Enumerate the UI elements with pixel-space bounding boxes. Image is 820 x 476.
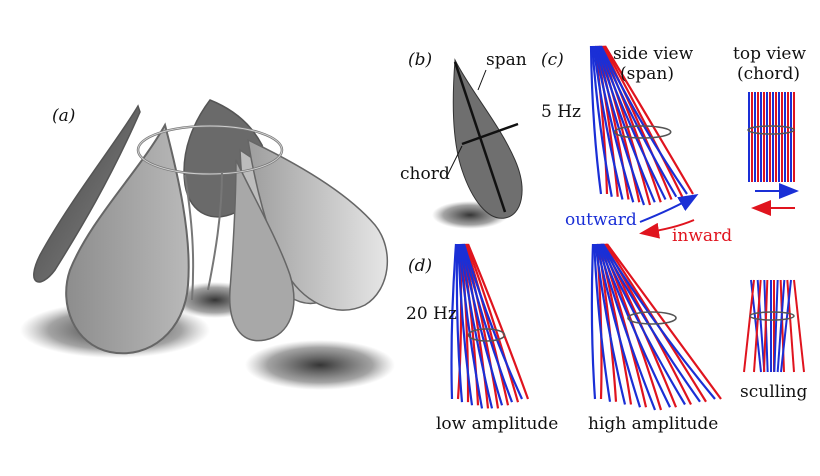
outward-stroke [461,243,514,403]
inward-stroke [600,243,663,411]
ring-outline [467,328,506,342]
outward-stroke [597,45,667,200]
outward-label: outward [565,210,637,230]
outward-stroke [593,243,612,402]
outward-stroke [462,243,524,400]
side-view-subtitle: (span) [620,64,674,84]
inward-label: inward [672,226,733,246]
inward-stroke [604,45,694,195]
inward-stroke [753,279,762,373]
ring-outline [747,125,795,135]
ring-outline [613,125,672,139]
chord-leader [446,145,463,177]
ring-outline [749,311,795,321]
outward-stroke [594,243,627,405]
shadow [245,340,395,390]
side-view-bundle-5hz [589,45,694,206]
wire-ring-highlight [137,125,283,175]
petal-far-left [33,104,141,283]
span-leader [477,69,487,91]
outward-stroke [596,45,656,203]
inward-stroke [465,243,520,403]
outward-stroke [458,243,484,409]
outward-stroke [598,45,678,198]
frequency-5hz: 5 Hz [541,102,582,122]
inward-stroke [763,279,769,373]
inward-stroke [596,45,630,200]
inward-stroke [595,45,619,197]
outward-stroke [460,243,504,406]
inward-stroke [464,243,510,406]
panel-a-label: (a) [52,106,76,126]
wire-bundles [450,45,805,411]
low-amplitude-label: low amplitude [436,414,559,434]
outward-stroke [600,45,688,195]
outward-arrow [639,193,699,223]
petal-right-front [229,159,295,342]
low-amplitude-bundle [450,243,530,409]
sculling-label: sculling [740,382,808,402]
high-amplitude-label: high amplitude [588,414,719,434]
outward-stroke [457,243,474,406]
sculling-bundle [743,279,805,373]
panel-b-label: (b) [408,50,433,70]
top-view-subtitle: (chord) [737,64,800,84]
outward-stroke [599,243,686,406]
wire-strut [184,174,195,301]
outward-stroke [593,45,635,203]
frequency-20hz: 20 Hz [406,304,457,324]
outward-stroke [591,45,613,197]
side-view-title: side view [613,44,694,64]
chord-label: chord [400,164,450,184]
high-amplitude-bundle [590,243,722,411]
inward-stroke [593,45,609,195]
top-view-title: top view [733,44,807,64]
inward-stroke [602,45,684,198]
inward-arrow [639,219,695,239]
outward-stroke [592,45,624,200]
outward-stroke [589,45,603,195]
outward-stroke [455,243,464,403]
panel-c-label: (c) [541,50,564,70]
inward-stroke [743,279,755,373]
span-label: span [486,50,527,70]
wire-strut [207,171,223,291]
outward-stroke [590,243,597,400]
outward-stroke [776,279,786,373]
outward-stroke [595,243,642,408]
inward-stroke [786,279,795,373]
outward-stroke [594,45,646,206]
outward-stroke [596,243,657,411]
inward-stroke [793,279,805,373]
outward-stroke [598,243,671,408]
panel-a-model [12,64,400,470]
outward-stroke [780,279,792,373]
chord-axis [461,122,519,146]
outward-stroke [600,243,701,403]
panel-b-petal [426,58,534,238]
outward-stroke [459,243,494,409]
petal-left [65,122,190,355]
inward-stroke [597,45,641,203]
petal-body [452,58,523,219]
ring-outline [627,311,677,325]
outward-stroke [773,279,779,373]
top-view-bundle-5hz [747,92,795,182]
inward-stroke [606,243,722,400]
inward-stroke [466,243,530,400]
outward-stroke [450,243,458,400]
panel-d-label: (d) [408,256,433,276]
